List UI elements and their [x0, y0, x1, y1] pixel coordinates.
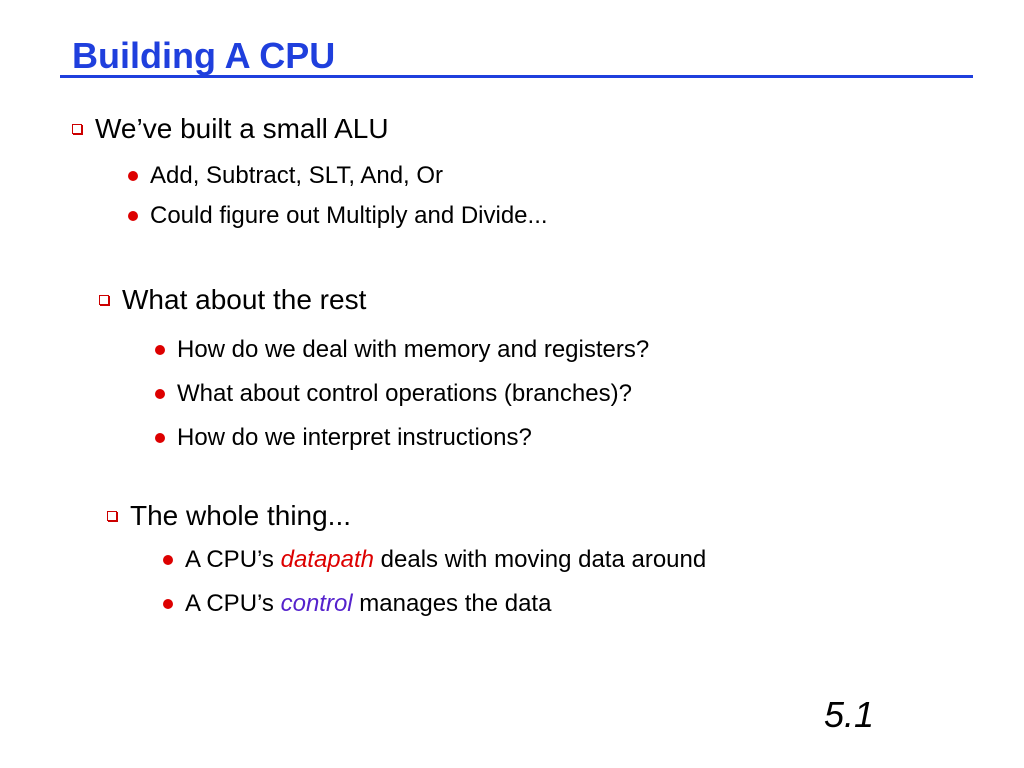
bullet-text-end: deals with moving data around: [374, 546, 707, 573]
bullet-text: What about control operations (branches)…: [177, 380, 632, 407]
section-heading-row: The whole thing...: [107, 496, 706, 536]
section-heading: The whole thing...: [130, 500, 352, 531]
datapath-term: datapath: [280, 546, 375, 573]
bullet-text: Could figure out Multiply and Divide...: [150, 202, 548, 229]
bullet-text: How do we deal with memory and registers…: [177, 336, 650, 363]
slide-title: Building A CPU: [72, 35, 336, 76]
bullet-list: A CPU’s datapath deals with moving data …: [163, 538, 706, 626]
section-whole-thing: The whole thing... A CPU’s datapath deal…: [107, 496, 706, 626]
section-alu: We’ve built a small ALU Add, Subtract, S…: [72, 109, 548, 236]
list-item: Could figure out Multiply and Divide...: [128, 196, 548, 236]
section-heading: We’ve built a small ALU: [95, 113, 389, 144]
section-heading: What about the rest: [122, 284, 367, 315]
section-heading-row: We’ve built a small ALU: [72, 109, 548, 149]
bullet-text: A CPU’s control manages the data: [185, 589, 551, 619]
round-bullet-icon: [155, 433, 165, 443]
control-term: control: [280, 590, 353, 617]
square-bullet-icon: [107, 511, 117, 521]
list-item: What about control operations (branches)…: [155, 372, 649, 416]
round-bullet-icon: [128, 211, 138, 221]
title-underline: [60, 75, 973, 78]
bullet-text-start: A CPU’s: [185, 590, 281, 617]
round-bullet-icon: [163, 555, 173, 565]
slide-number: 5.1: [823, 694, 874, 735]
list-item: A CPU’s datapath deals with moving data …: [163, 538, 706, 582]
bullet-list: Add, Subtract, SLT, And, Or Could figure…: [128, 156, 548, 236]
list-item: A CPU’s control manages the data: [163, 582, 706, 626]
round-bullet-icon: [163, 599, 173, 609]
section-heading-row: What about the rest: [99, 280, 649, 320]
list-item: Add, Subtract, SLT, And, Or: [128, 156, 548, 196]
section-rest: What about the rest How do we deal with …: [99, 280, 649, 460]
bullet-text-start: A CPU’s: [185, 546, 281, 573]
square-bullet-icon: [99, 295, 109, 305]
bullet-text: How do we interpret instructions?: [177, 424, 532, 451]
bullet-list: How do we deal with memory and registers…: [155, 328, 649, 460]
round-bullet-icon: [128, 171, 138, 181]
bullet-text-end: manages the data: [352, 590, 552, 617]
bullet-text: Add, Subtract, SLT, And, Or: [150, 162, 444, 189]
round-bullet-icon: [155, 389, 165, 399]
round-bullet-icon: [155, 345, 165, 355]
square-bullet-icon: [72, 124, 82, 134]
list-item: How do we deal with memory and registers…: [155, 328, 649, 372]
bullet-text: A CPU’s datapath deals with moving data …: [185, 545, 706, 575]
list-item: How do we interpret instructions?: [155, 416, 649, 460]
